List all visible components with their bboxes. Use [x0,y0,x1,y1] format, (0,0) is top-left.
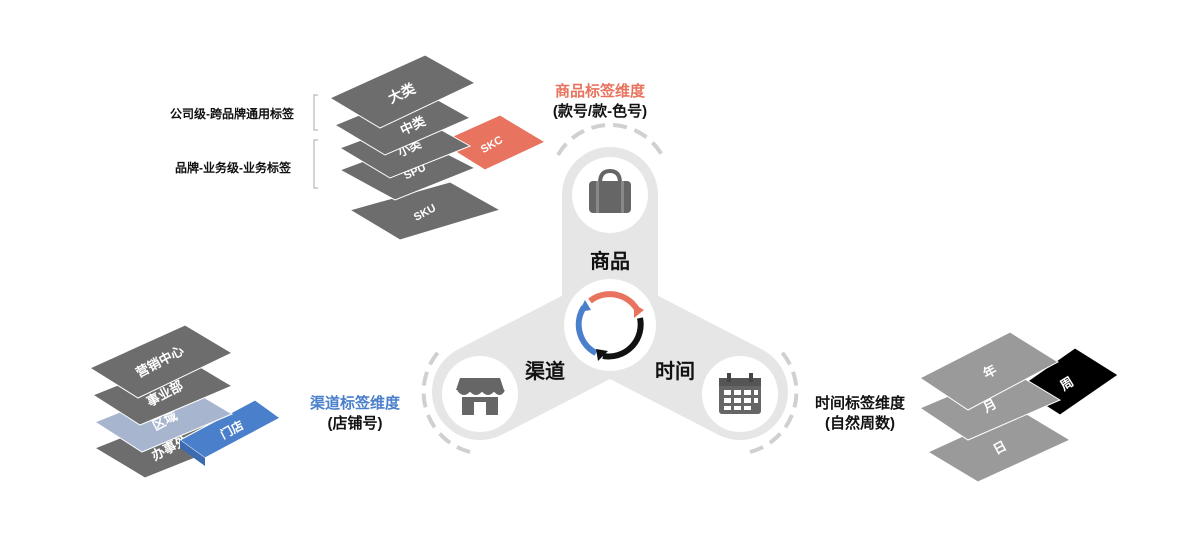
brand-level-label: 品牌-业务级-业务标签 [175,161,291,175]
channel-dimension-label: 渠道标签维度 (店铺号) [285,394,425,434]
product-layer-skc: SKC [438,114,547,171]
product-dimension-subtitle: (款号/款-色号) [552,103,648,120]
product-stack: SKU SKC SPU 小类 中类 大类 [313,54,547,241]
time-dashed-arc [749,348,799,454]
time-dimension-title: 时间标签维度 [814,395,905,412]
product-layer-sku: SKU [348,181,502,241]
product-dimension-title: 商品标签维度 [554,83,645,100]
hub-channel-label: 渠道 [525,359,565,383]
bracket-company [313,94,318,131]
time-layer-year: 年 [919,331,1059,411]
time-dimension-label: 时间标签维度 (自然周数) [790,394,930,434]
shopping-bag-icon [589,168,631,213]
channel-dimension-title: 渠道标签维度 [309,395,400,412]
channel-layer-marketing: 营销中心 [88,324,234,399]
hub: 商品 渠道 时间 [421,122,799,454]
time-layer-day-label: 日 [990,438,1009,457]
channel-stack: 办事处 门店 区域 事业部 营销中心 [88,324,281,479]
product-dimension-label: 商品标签维度 (款号/款-色号) [520,82,680,122]
channel-dashed-arc [421,348,471,454]
hub-time-label: 时间 [655,360,695,383]
product-layer-big: 大类 [328,54,477,129]
bracket-brand [313,139,318,189]
time-dimension-subtitle: (自然周数) [825,415,895,432]
hub-product-label: 商品 [590,249,630,273]
channel-icon-circle [442,356,518,432]
storefront-icon [456,378,505,415]
channel-dimension-subtitle: (店铺号) [327,415,383,432]
cycle-arrows-icon [575,291,644,361]
calendar-icon [719,373,761,414]
channel-layer-region: 区域 [93,385,234,453]
time-stack: 日 周 月 年 [918,331,1119,483]
time-layer-year-label: 年 [980,362,999,381]
company-level-label: 公司级-跨品牌通用标签 [170,107,294,121]
